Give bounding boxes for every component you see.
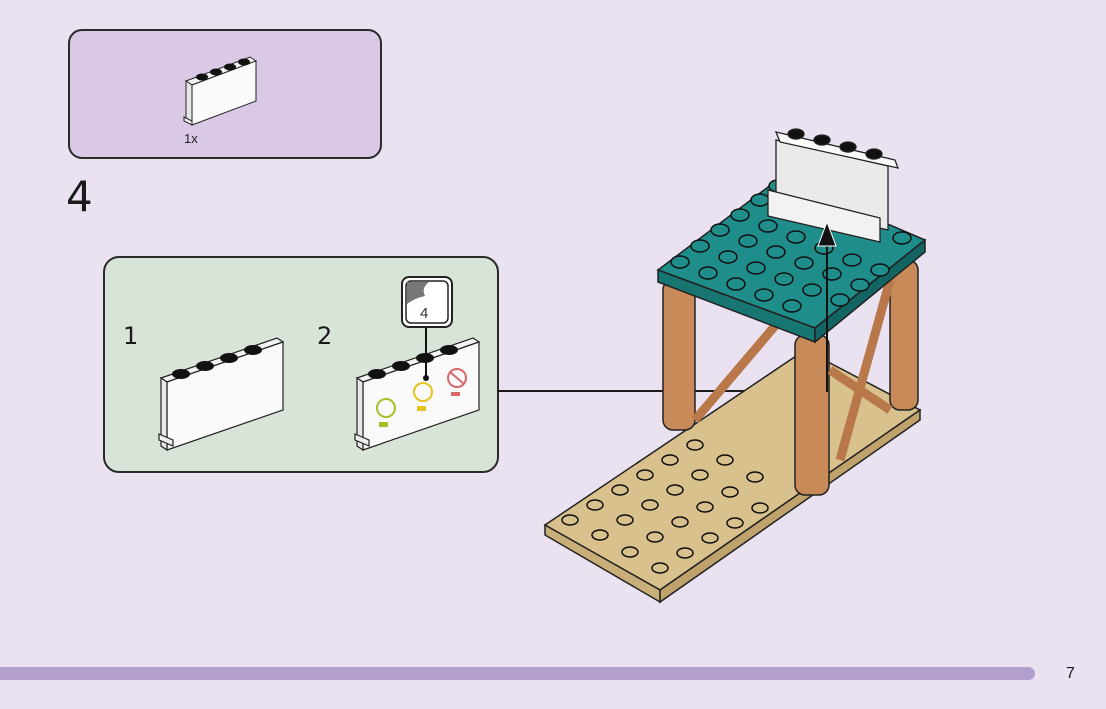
sticker-number: 4 — [420, 305, 429, 322]
footer-bar — [0, 667, 1035, 680]
white-panel-with-sticker — [354, 337, 481, 452]
sub-assembly-box: 1 2 4 — [103, 256, 499, 473]
parts-list-box: 1x — [68, 29, 382, 159]
page-number: 7 — [1066, 665, 1075, 682]
swim-sign-icon — [376, 398, 396, 418]
dive-sign-icon — [413, 382, 433, 402]
white-panel-part — [158, 337, 285, 452]
sub-step-number: 1 — [123, 322, 139, 350]
step-number: 4 — [66, 172, 93, 221]
sticker-sheet-icon — [407, 282, 429, 304]
sub-assembly-connector-line — [497, 390, 827, 392]
white-panel-placed — [767, 128, 900, 243]
sticker-callout — [401, 276, 453, 381]
arrow-up-icon — [817, 220, 837, 247]
sub-step-number: 2 — [317, 322, 333, 350]
part-quantity: 1x — [184, 131, 198, 146]
wooden-frame — [662, 259, 919, 496]
white-panel-part-icon — [183, 56, 258, 126]
lifeguard-tower-model — [543, 128, 927, 604]
no-swim-sign-icon — [447, 368, 467, 388]
